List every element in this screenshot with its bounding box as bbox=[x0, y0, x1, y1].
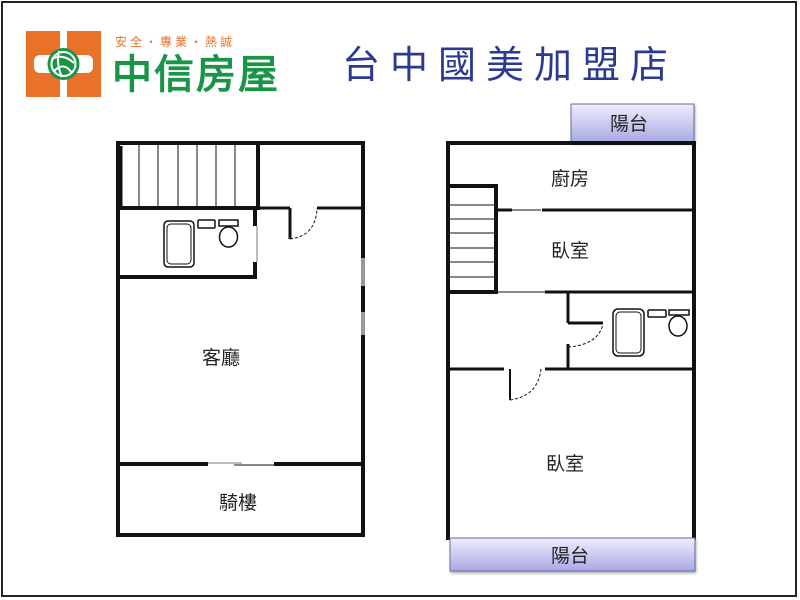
room-label-bedroom-upper: 臥室 bbox=[551, 240, 589, 262]
door-swing-icon bbox=[567, 323, 604, 348]
staircase-icon bbox=[448, 184, 498, 294]
balcony-bottom: 陽台 bbox=[449, 537, 696, 572]
door-swing-icon bbox=[289, 207, 318, 240]
sink-icon bbox=[647, 309, 667, 318]
bathtub-icon bbox=[612, 308, 645, 357]
toilet-icon bbox=[668, 309, 690, 337]
bathtub-icon bbox=[163, 220, 195, 268]
sink-icon bbox=[197, 219, 216, 229]
room-label-bedroom-lower: 臥室 bbox=[546, 453, 584, 475]
brand-name: 中信房屋 bbox=[112, 52, 280, 98]
floor-plan-right bbox=[446, 141, 696, 540]
floor-plan-left bbox=[116, 141, 365, 537]
store-title: 台中國美加盟店 bbox=[342, 43, 679, 87]
door-swing-icon bbox=[509, 368, 542, 401]
svg-text:陽台: 陽台 bbox=[551, 545, 589, 567]
room-label-arcade: 騎樓 bbox=[219, 492, 257, 514]
brand-logo: 安全・專業・熱誠 中信房屋 bbox=[26, 31, 306, 101]
brand-slogan: 安全・專業・熱誠 bbox=[115, 35, 236, 49]
svg-text:陽台: 陽台 bbox=[610, 113, 648, 135]
balcony-top: 陽台 bbox=[570, 103, 695, 143]
toilet-icon bbox=[218, 219, 239, 248]
brand-logo-icon bbox=[26, 31, 101, 97]
room-label-living-room: 客廳 bbox=[202, 347, 240, 369]
room-label-kitchen: 廚房 bbox=[551, 167, 589, 190]
staircase-icon bbox=[117, 143, 260, 210]
